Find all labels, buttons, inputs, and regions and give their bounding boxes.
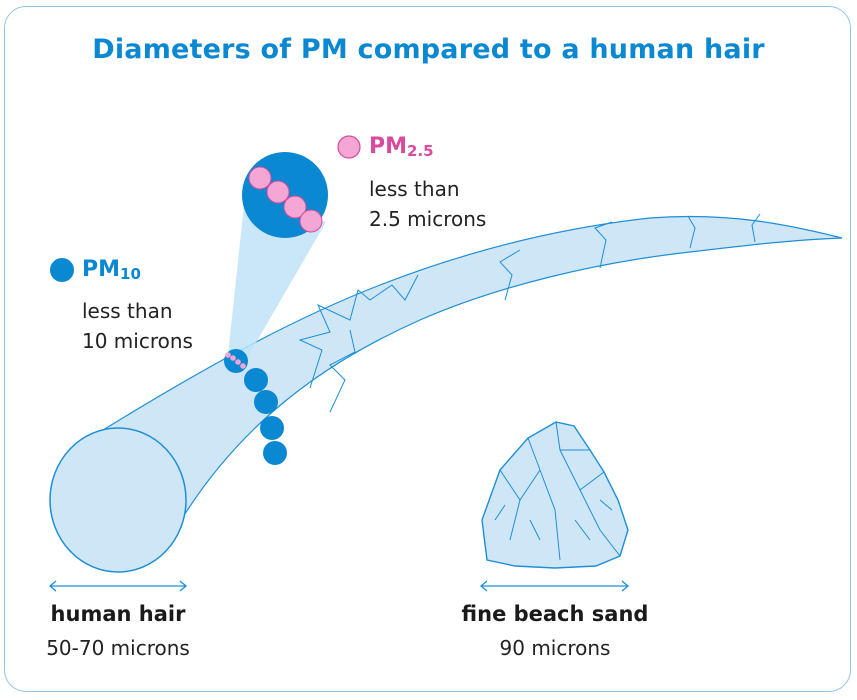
magnified-pm25-particle — [267, 181, 289, 203]
human-hair-strand — [90, 216, 842, 565]
hair-caption-size: 50-70 microns — [18, 636, 218, 660]
pm25-desc-line2: 2.5 microns — [369, 204, 529, 234]
pm25-legend-dot — [338, 136, 360, 158]
pm10-label: PM10 — [82, 257, 141, 282]
pm10-legend-dot — [50, 258, 74, 282]
hair-width-arrow — [50, 581, 186, 591]
pm10-label-text: PM — [82, 257, 120, 282]
pm25-particle — [230, 355, 236, 361]
magnified-pm25-particle — [249, 167, 271, 189]
sand-width-arrow — [481, 581, 628, 591]
pm25-label: PM2.5 — [369, 134, 434, 159]
hair-cross-section — [50, 428, 186, 572]
pm25-desc-line1: less than — [369, 174, 529, 204]
pm10-particle — [263, 441, 287, 465]
pm10-particle — [254, 390, 278, 414]
sand-grain — [482, 422, 628, 568]
pm25-description: less than 2.5 microns — [369, 174, 529, 234]
pm10-desc-line1: less than — [82, 296, 242, 326]
pm10-subscript: 10 — [120, 265, 141, 283]
pm10-particle — [244, 368, 268, 392]
sand-caption-size: 90 microns — [440, 636, 670, 660]
pm10-description: less than 10 microns — [82, 296, 242, 356]
pm10-desc-line2: 10 microns — [82, 326, 242, 356]
pm25-subscript: 2.5 — [407, 142, 434, 160]
hair-caption-title: human hair — [18, 602, 218, 626]
pm25-particle — [240, 363, 246, 369]
magnified-pm25-particle — [300, 210, 322, 232]
pm10-particle — [260, 416, 284, 440]
pm25-label-text: PM — [369, 134, 407, 159]
pm25-particle — [235, 359, 241, 365]
sand-caption-title: fine beach sand — [440, 602, 670, 626]
